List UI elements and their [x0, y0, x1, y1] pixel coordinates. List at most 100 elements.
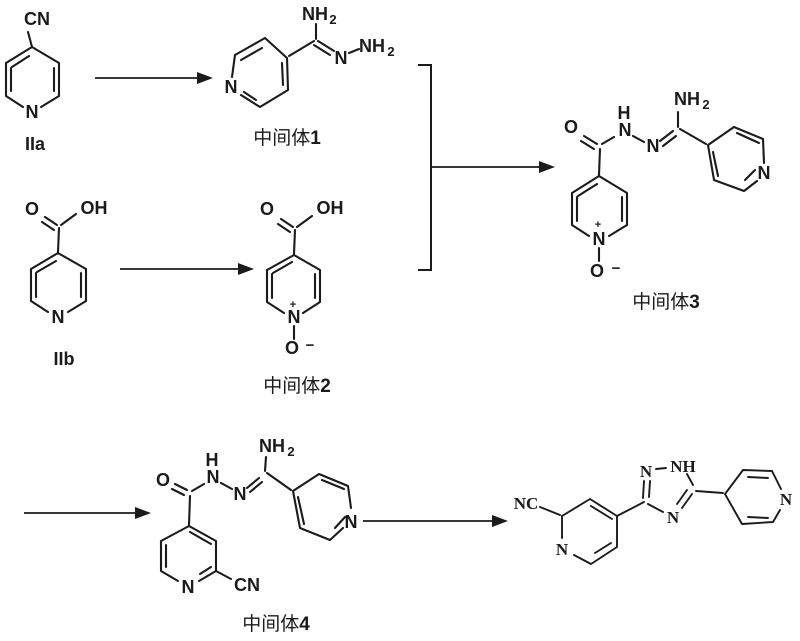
triazole-nn-bond — [655, 467, 667, 470]
arrow-head-icon — [197, 72, 213, 84]
cn-double-bond — [312, 39, 336, 57]
ring-to-triazole-bond — [616, 501, 645, 517]
noxide-ring-bonds — [570, 174, 629, 238]
amine-label: NH — [674, 89, 700, 109]
double-bond-lines — [239, 46, 285, 102]
arrow-head-icon — [135, 507, 151, 519]
reaction-arrow-iia-to-int1 — [95, 72, 213, 84]
triazole-n-c3-bond — [647, 503, 664, 513]
triazole-nh-c5-bond — [686, 473, 694, 486]
ring-bonds — [230, 36, 290, 109]
noxide-ring-double-bonds — [575, 182, 624, 223]
compound-product: NC N N NH N N — [514, 457, 793, 565]
compound-iia: CN N IIa — [4, 9, 61, 154]
caption-iib: IIb — [54, 349, 75, 369]
cyanopyridine-ring-double-bonds — [590, 505, 613, 554]
double-bond-lines — [34, 259, 83, 299]
o-minus-charge: − — [612, 260, 621, 277]
triazole-double-bond-bottom — [676, 489, 693, 509]
imine-double-bond — [245, 476, 264, 494]
imine-double-bond — [658, 129, 678, 148]
amine-label: NH — [259, 436, 285, 456]
ring-nitrogen-label: N — [182, 577, 195, 597]
ring-bonds — [29, 251, 88, 314]
grouping-bracket — [418, 64, 432, 271]
triazole-nh-label: NH — [670, 457, 696, 476]
compound-int1: N NH 2 N NH 2 中间体1 — [225, 4, 395, 149]
triazole-n1-label: N — [640, 462, 653, 481]
hydroxyl-label: OH — [317, 198, 344, 218]
compound-iib: N O OH IIb — [25, 198, 108, 369]
nitrile-bond — [539, 506, 561, 516]
amidine-bonds — [263, 455, 293, 492]
nitrile-label: NC — [514, 494, 539, 513]
hydroxyl-label: OH — [81, 198, 108, 218]
carbonyl-double-bond — [579, 134, 599, 151]
arrow-head-icon — [492, 515, 508, 527]
caption-iia: IIa — [25, 134, 46, 154]
cyanopyridine-ring-double-bonds — [164, 530, 213, 576]
carbonyl-double-bond — [40, 215, 59, 232]
nitrile-bond — [214, 569, 233, 581]
ring-nitrogen-label: N — [26, 102, 39, 122]
pyridine-ring-bonds — [291, 472, 353, 542]
triazole-to-pyridine-bond — [695, 490, 724, 494]
nitrile-label: CN — [234, 575, 260, 595]
carbonyl-oxygen-label: O — [25, 199, 39, 219]
triazole-n4-label: N — [667, 508, 680, 527]
caption-int3: 中间体3 — [632, 291, 700, 313]
caption-int4: 中间体4 — [242, 613, 310, 635]
reaction-arrow-int4-to-product — [363, 515, 508, 527]
arrow-head-icon — [238, 263, 254, 275]
reaction-arrow-iib-to-int2 — [120, 263, 254, 275]
pyridine-nitrogen-label: N — [345, 512, 358, 532]
amine-label: NH — [302, 4, 328, 24]
carbonyl-oxygen-label: O — [156, 470, 170, 490]
carbonyl-oxygen-label: O — [260, 199, 274, 219]
carbonyl-double-bond — [276, 217, 295, 234]
caption-int1: 中间体1 — [253, 127, 321, 149]
pyridine-ring-bonds — [724, 469, 782, 525]
triazole-double-bond-left — [642, 480, 651, 499]
ring-nitrogen-label: N — [52, 307, 65, 327]
amine-subscript: 2 — [702, 97, 709, 112]
pyridine-nitrogen-label: N — [780, 490, 793, 509]
amide-hydrogen-label: H — [206, 450, 219, 470]
carboxyl-bonds — [56, 212, 78, 254]
compound-int3: + N O − O H N N NH 2 N 中间体3 — [564, 89, 771, 313]
oxide-oxygen-label: O — [285, 338, 299, 358]
amine-subscript: 2 — [329, 12, 336, 27]
amine-subscript: 2 — [287, 444, 294, 459]
ring-nitrogen-label: N — [225, 77, 238, 97]
ring-bonds — [4, 45, 61, 109]
pyridine-nitrogen-label: N — [758, 163, 771, 183]
o-minus-charge: − — [306, 337, 315, 354]
double-bond-lines — [270, 260, 317, 300]
amide-nitrogen-label: N — [207, 467, 220, 487]
amide-nitrogen-label: N — [619, 120, 632, 140]
hydrazine-amine-label: NH — [359, 36, 385, 56]
pyridine-ring-double-bonds — [296, 478, 347, 530]
imine-nitrogen-label: N — [335, 48, 348, 68]
chain-bonds — [287, 22, 361, 58]
double-bond-lines — [9, 54, 56, 93]
caption-int2: 中间体2 — [263, 375, 331, 397]
pyridine-ring-bonds — [706, 125, 766, 193]
amidine-bonds — [676, 110, 708, 146]
nitrile-bond — [26, 30, 34, 49]
ring-bonds — [265, 253, 322, 315]
pyridine-ring-double-bonds — [711, 131, 761, 182]
amide-bonds — [187, 481, 234, 527]
imine-nitrogen-label: N — [234, 484, 247, 504]
cyanopyridine-ring-bonds — [159, 524, 218, 583]
reaction-arrow-into-int4 — [24, 507, 151, 519]
reaction-arrow-bracket-to-int3 — [432, 161, 555, 173]
amide-hydrogen-label: H — [618, 103, 631, 123]
compound-int4: O H N N NH 2 N CN N 中间体4 — [156, 436, 358, 635]
pyridine-ring-double-bonds — [747, 476, 769, 519]
carbonyl-double-bond — [170, 482, 189, 497]
hydrazine-amine-subscript: 2 — [387, 44, 394, 59]
ring-nitrogen-label: N — [556, 540, 569, 559]
